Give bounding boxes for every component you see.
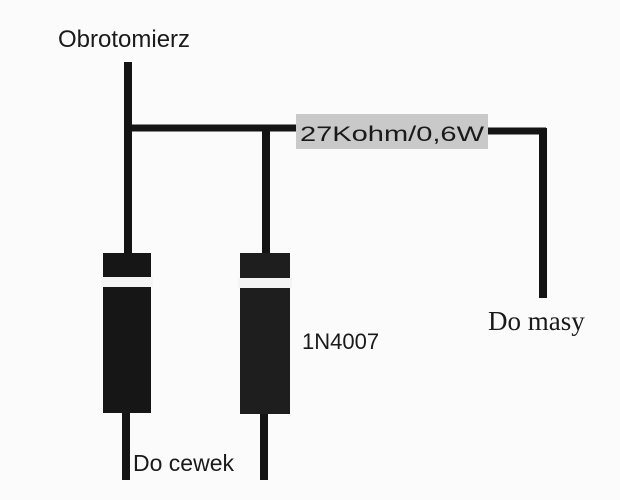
- diode-right: [238, 253, 292, 414]
- diode-left-cathode-band: [101, 277, 153, 287]
- wires: [122, 62, 547, 480]
- diode-left: [101, 253, 153, 413]
- diode-right-cathode-band: [238, 278, 292, 288]
- ground-label: Do masy: [488, 306, 585, 336]
- tachometer-label: Obrotomierz: [58, 26, 190, 53]
- resistor-body: [296, 114, 488, 149]
- diode-right-body: [240, 253, 290, 414]
- resistor-label: 27Kohm/0,6W: [300, 123, 484, 146]
- diode-label: 1N4007: [302, 329, 379, 354]
- coils-label: Do cewek: [133, 450, 234, 476]
- resistor: 27Kohm/0,6W: [296, 114, 488, 149]
